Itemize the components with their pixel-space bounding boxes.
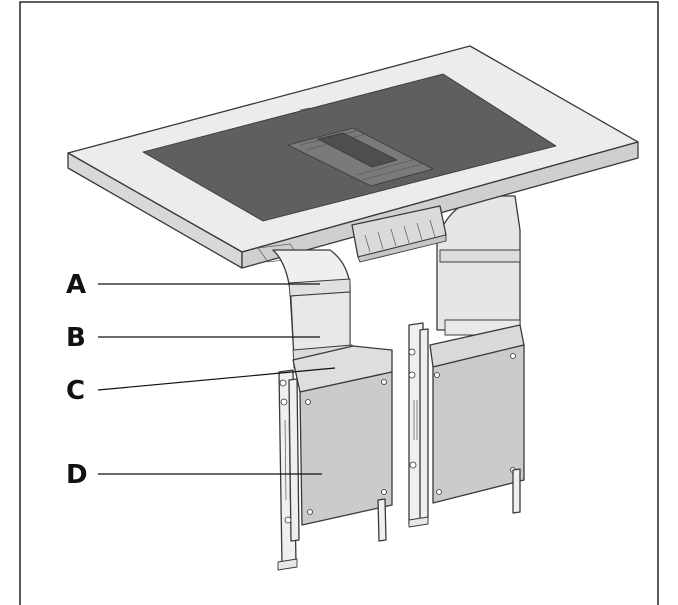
label-c: C <box>66 376 85 406</box>
filter-box-rear <box>408 322 525 528</box>
cooktop <box>142 73 557 222</box>
figure-border <box>19 1 659 605</box>
duct-rear <box>436 195 521 336</box>
label-b: B <box>66 323 86 353</box>
leader-line-c <box>97 367 336 391</box>
label-a: A <box>66 270 86 300</box>
fan-unit <box>257 205 447 263</box>
label-d: D <box>66 460 88 490</box>
filter-box-front <box>277 345 393 571</box>
